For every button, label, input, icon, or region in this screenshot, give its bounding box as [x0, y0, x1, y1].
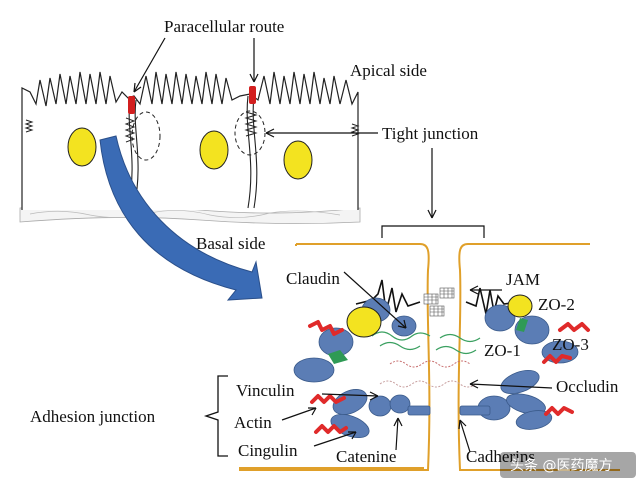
- junction-highlight: [234, 110, 266, 156]
- actin-filaments: [308, 320, 590, 434]
- label-actin: Actin: [234, 413, 272, 432]
- label-catenine: Catenine: [336, 447, 396, 466]
- label-basal-side: Basal side: [196, 234, 265, 253]
- label-apical-side: Apical side: [350, 61, 427, 80]
- label-zo2: ZO-2: [538, 295, 575, 314]
- zo-protein-green: [516, 318, 528, 332]
- claudin-grid: [423, 287, 455, 317]
- label-cingulin: Cingulin: [238, 441, 298, 460]
- label-jam: JAM: [506, 270, 540, 289]
- label-occludin: Occludin: [556, 377, 619, 396]
- label-vinculin: Vinculin: [236, 381, 295, 400]
- jam-protein: [355, 279, 421, 313]
- label-zo1: ZO-1: [484, 341, 521, 360]
- adhesion-brace: [203, 375, 228, 457]
- tight-junction-marker: [128, 96, 135, 114]
- nucleus: [283, 140, 313, 180]
- bottom-pointers: [281, 271, 553, 453]
- top-pointers: [133, 37, 485, 238]
- watermark: 头条 @医药魔方: [500, 452, 636, 478]
- nucleus: [67, 127, 97, 167]
- occludin-loops: [389, 360, 471, 368]
- label-zo3: ZO-3: [552, 335, 589, 354]
- zo-protein-green: [328, 350, 348, 364]
- label-paracellular-route: Paracellular route: [164, 17, 284, 36]
- label-adhesion-junction: Adhesion junction: [30, 407, 156, 426]
- junction-detail: [203, 243, 620, 471]
- watermark-text: 头条 @医药魔方: [510, 457, 612, 474]
- nucleus: [199, 130, 229, 170]
- membrane-right: [457, 243, 620, 471]
- zoom-arrow: [99, 135, 263, 301]
- cell-layer-outline: [21, 71, 359, 210]
- label-tight-junction: Tight junction: [382, 124, 479, 143]
- junction-highlight: [131, 111, 161, 161]
- zo-protein-yellow: [507, 294, 533, 318]
- epithelium-illustration: [19, 71, 361, 224]
- label-claudin: Claudin: [286, 269, 340, 288]
- zo-protein-yellow: [346, 306, 382, 338]
- claudin-loops: [371, 331, 431, 341]
- tight-junction-marker: [249, 86, 256, 104]
- label-cadherins: Cadherins: [466, 447, 535, 466]
- membrane-left: [239, 243, 431, 471]
